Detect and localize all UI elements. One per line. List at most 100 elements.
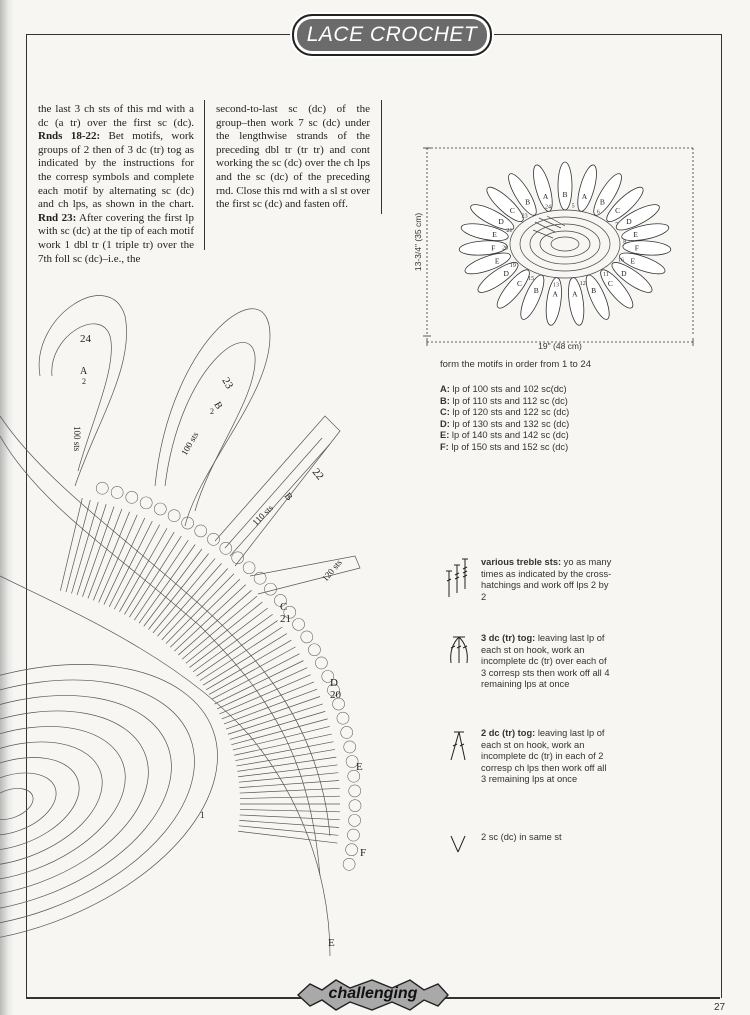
chart-scallop (242, 561, 256, 575)
chart-petal-23 (154, 308, 271, 527)
section-header-tab: LACE CROCHET (292, 14, 492, 56)
chart-fan-line (238, 825, 339, 836)
chart-fan-line (82, 506, 115, 597)
schematic-petal-letter: D (503, 269, 509, 278)
chart-fan-line (231, 718, 328, 746)
legend-row: E: lp of 140 sts and 142 sc (dc) (440, 430, 700, 442)
schematic-petal-number: 16 (618, 257, 624, 263)
chart-label-b-sub: 2 (210, 407, 214, 416)
schematic-petal-letter: B (600, 197, 605, 206)
chart-scallop (110, 486, 124, 499)
symbol-various-treble: various treble sts: yo as many times as … (445, 557, 645, 617)
chart-fan-line (181, 595, 258, 660)
chart-scallop (207, 533, 220, 546)
schematic-petal-letter: D (498, 217, 504, 226)
schematic-petal (460, 223, 509, 242)
chart-fan-line (65, 499, 91, 593)
chart-scallop (125, 491, 139, 504)
chart-scallop (345, 843, 358, 857)
chart-scallop (181, 516, 194, 530)
schematic-petal-number: 15 (528, 276, 534, 282)
symbol-description: leaving last lp of each st on hook, work… (481, 633, 610, 689)
chart-scallop (308, 643, 321, 657)
schematic-petal-letter: E (492, 230, 497, 239)
chart-label-c: C (280, 601, 287, 613)
legend-text: lp of 150 sts and 152 sc (dc) (451, 441, 569, 452)
legend-text: lp of 110 sts and 112 sc (dc) (452, 395, 568, 406)
schematic-petal-letter: D (621, 269, 627, 278)
chart-fan-line (225, 696, 321, 730)
two-dc-tog-icon (450, 731, 466, 761)
legend-row: B: lp of 110 sts and 112 sc (dc) (440, 396, 700, 408)
schematic-petal (615, 204, 660, 231)
schematic-height-label: 13-3/4" (35 cm) (415, 213, 423, 271)
chart-fan-line (239, 809, 340, 813)
chart-scallop (345, 755, 359, 768)
schematic-center (509, 209, 621, 279)
schematic-petal (593, 173, 622, 216)
symbol-description: yo as many times as indicated by the cro… (481, 557, 612, 602)
column-divider (381, 100, 382, 214)
chart-label-d: D (330, 677, 338, 689)
treble-stitch-icon (446, 558, 468, 597)
chart-fan-line (223, 688, 318, 725)
chart-scallop (343, 740, 357, 754)
schematic-petal-number: 21 (506, 228, 512, 234)
symbol-description: 2 sc (dc) in same st (481, 832, 562, 842)
chart-fan-line (196, 620, 278, 677)
chart-ring (0, 772, 57, 836)
chart-fan-line (124, 531, 175, 615)
legend-key: F: (440, 441, 449, 452)
chart-label-a-sub: 2 (82, 377, 86, 386)
chart-label-21: 21 (280, 613, 291, 625)
chart-fan-line (192, 613, 273, 673)
chart-scallop (340, 726, 353, 739)
schematic-petal (477, 262, 519, 293)
chart-fan-line (238, 772, 339, 783)
chart-ring (0, 726, 126, 882)
symbol-label: 2 dc (tr) tog: (481, 728, 536, 738)
chart-ring (0, 788, 34, 820)
instructions-column-2: second-to-last sc (dc) of the group–then… (216, 103, 370, 211)
schematic-petal (606, 186, 644, 222)
chart-fan-line (189, 607, 268, 668)
binding-shadow (0, 0, 14, 1015)
schematic-petal-number: 5 (572, 203, 575, 209)
legend-key: A: (440, 384, 450, 394)
chart-scallop (274, 594, 287, 607)
chart-scallop (264, 582, 277, 596)
chart-fan-line (211, 653, 300, 700)
chart-fan-line (119, 528, 168, 612)
chart-ring (0, 741, 103, 867)
legend-key: B: (440, 395, 450, 406)
symbol-2-dc-tog: 2 dc (tr) tog: leaving last lp of each s… (445, 728, 645, 798)
chart-label-24: 24 (80, 333, 92, 345)
schematic-petal-number: 13 (553, 283, 559, 289)
chart-fan-line (199, 626, 283, 681)
chart-fan-line (174, 584, 246, 652)
schematic-petal-letter: B (591, 286, 596, 295)
instr-text-2: Bet motifs, work groups of 2 then of 3 d… (38, 130, 194, 211)
chart-fan-line (234, 733, 332, 756)
schematic-petal-letter: E (631, 257, 636, 266)
chart-fan-line (219, 674, 311, 715)
chart-scallops (95, 481, 362, 871)
schematic-petal-letter: C (608, 279, 613, 288)
legend-text: lp of 140 sts and 142 sc (dc) (451, 430, 569, 441)
chart-fan-line (87, 508, 123, 599)
chart-fan-line (232, 726, 330, 751)
chart-center-rings (0, 664, 218, 944)
schematic-caption: form the motifs in order from 1 to 24 (440, 359, 592, 370)
chart-scallop (154, 502, 167, 516)
schematic-petal-letter: A (552, 290, 558, 299)
instructions-column-1: the last 3 ch sts of this rnd with a dc … (38, 103, 194, 266)
chart-fan-line (239, 780, 340, 788)
chart-scallop (253, 571, 267, 585)
schematic-width-label: 19" (48 cm) (538, 341, 582, 351)
legend-text: lp of 120 sts and 122 sc (dc) (452, 407, 570, 418)
chart-fan-line (239, 814, 340, 821)
schematic-petal-letter: E (495, 257, 500, 266)
chart-scallop (348, 799, 362, 812)
